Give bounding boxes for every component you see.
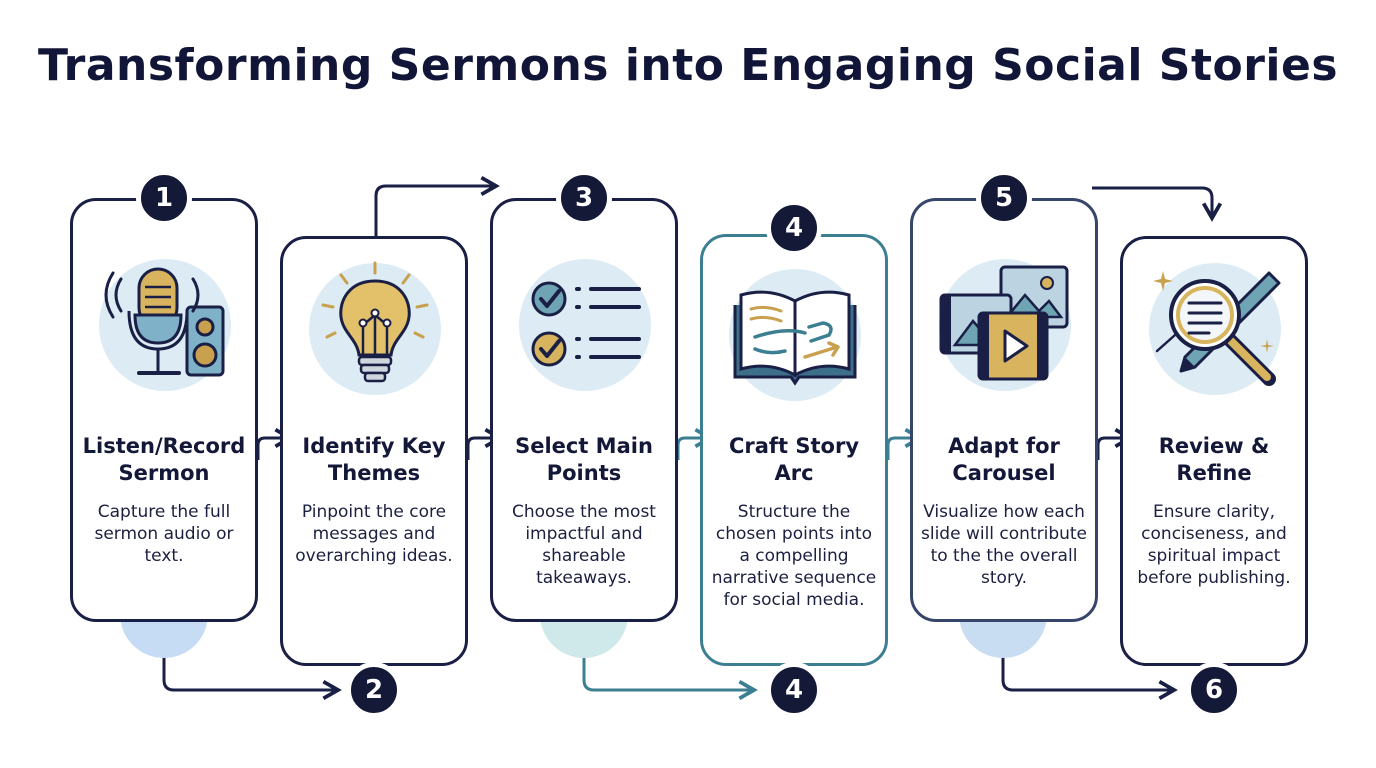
connector-3-4-bottom xyxy=(582,650,758,701)
checklist-icon xyxy=(515,255,655,395)
step-title: Review & Refine xyxy=(1158,434,1270,485)
connector-arrow-5-6 xyxy=(1096,427,1134,460)
step-number-badge: 4 xyxy=(766,662,822,718)
step-title: Craft Story Arc xyxy=(728,434,860,485)
connector-arrow-2-3 xyxy=(466,427,504,460)
step-title: Listen/Record Sermon xyxy=(82,434,246,485)
media-carousel-icon xyxy=(935,255,1075,395)
connector-1-2-bottom xyxy=(162,650,342,701)
microphone-speaker-icon xyxy=(95,255,235,395)
step-description: Visualize how each slide will contribute… xyxy=(920,502,1088,588)
step-title: Adapt for Carousel xyxy=(948,434,1060,485)
connector-arrow-3-4 xyxy=(676,427,714,460)
connector-5-6-bottom xyxy=(1001,650,1178,701)
connector-arrow-1-2 xyxy=(256,427,294,460)
step-number-badge: 2 xyxy=(346,662,402,718)
lightbulb-icon xyxy=(305,259,445,399)
step-description: Pinpoint the core messages and overarchi… xyxy=(295,502,453,566)
magnifier-pencil-icon xyxy=(1145,259,1285,399)
step-card-5: Adapt for Carousel Visualize how each sl… xyxy=(910,198,1098,622)
step-card-3: Select Main Points Choose the most impac… xyxy=(490,198,678,622)
step-description: Ensure clarity, conciseness, and spiritu… xyxy=(1137,502,1291,588)
step-number-badge: 4 xyxy=(766,200,822,256)
step-number-badge: 1 xyxy=(136,170,192,226)
connector-5-6-top xyxy=(1092,186,1223,222)
step-title: Select Main Points xyxy=(515,434,653,485)
step-number-badge: 3 xyxy=(556,170,612,226)
step-description: Capture the full sermon audio or text. xyxy=(94,502,234,566)
step-number-badge: 6 xyxy=(1186,662,1242,718)
step-card-2: Identify Key Themes Pinpoint the core me… xyxy=(280,236,468,666)
step-description: Choose the most impactful and shareable … xyxy=(512,502,656,588)
step-title: Identify Key Themes xyxy=(302,434,446,485)
step-card-1: Listen/Record Sermon Capture the full se… xyxy=(70,198,258,622)
step-number-badge: 5 xyxy=(976,170,1032,226)
step-description: Structure the chosen points into a compe… xyxy=(711,502,877,610)
diagram-title: Transforming Sermons into Engaging Socia… xyxy=(37,40,1339,91)
connector-2-3-top xyxy=(374,175,500,238)
connector-arrow-4-5 xyxy=(886,427,924,460)
open-book-icon xyxy=(725,265,865,405)
step-card-4: Craft Story Arc Structure the chosen poi… xyxy=(700,234,888,666)
step-card-6: Review & Refine Ensure clarity, concisen… xyxy=(1120,236,1308,666)
